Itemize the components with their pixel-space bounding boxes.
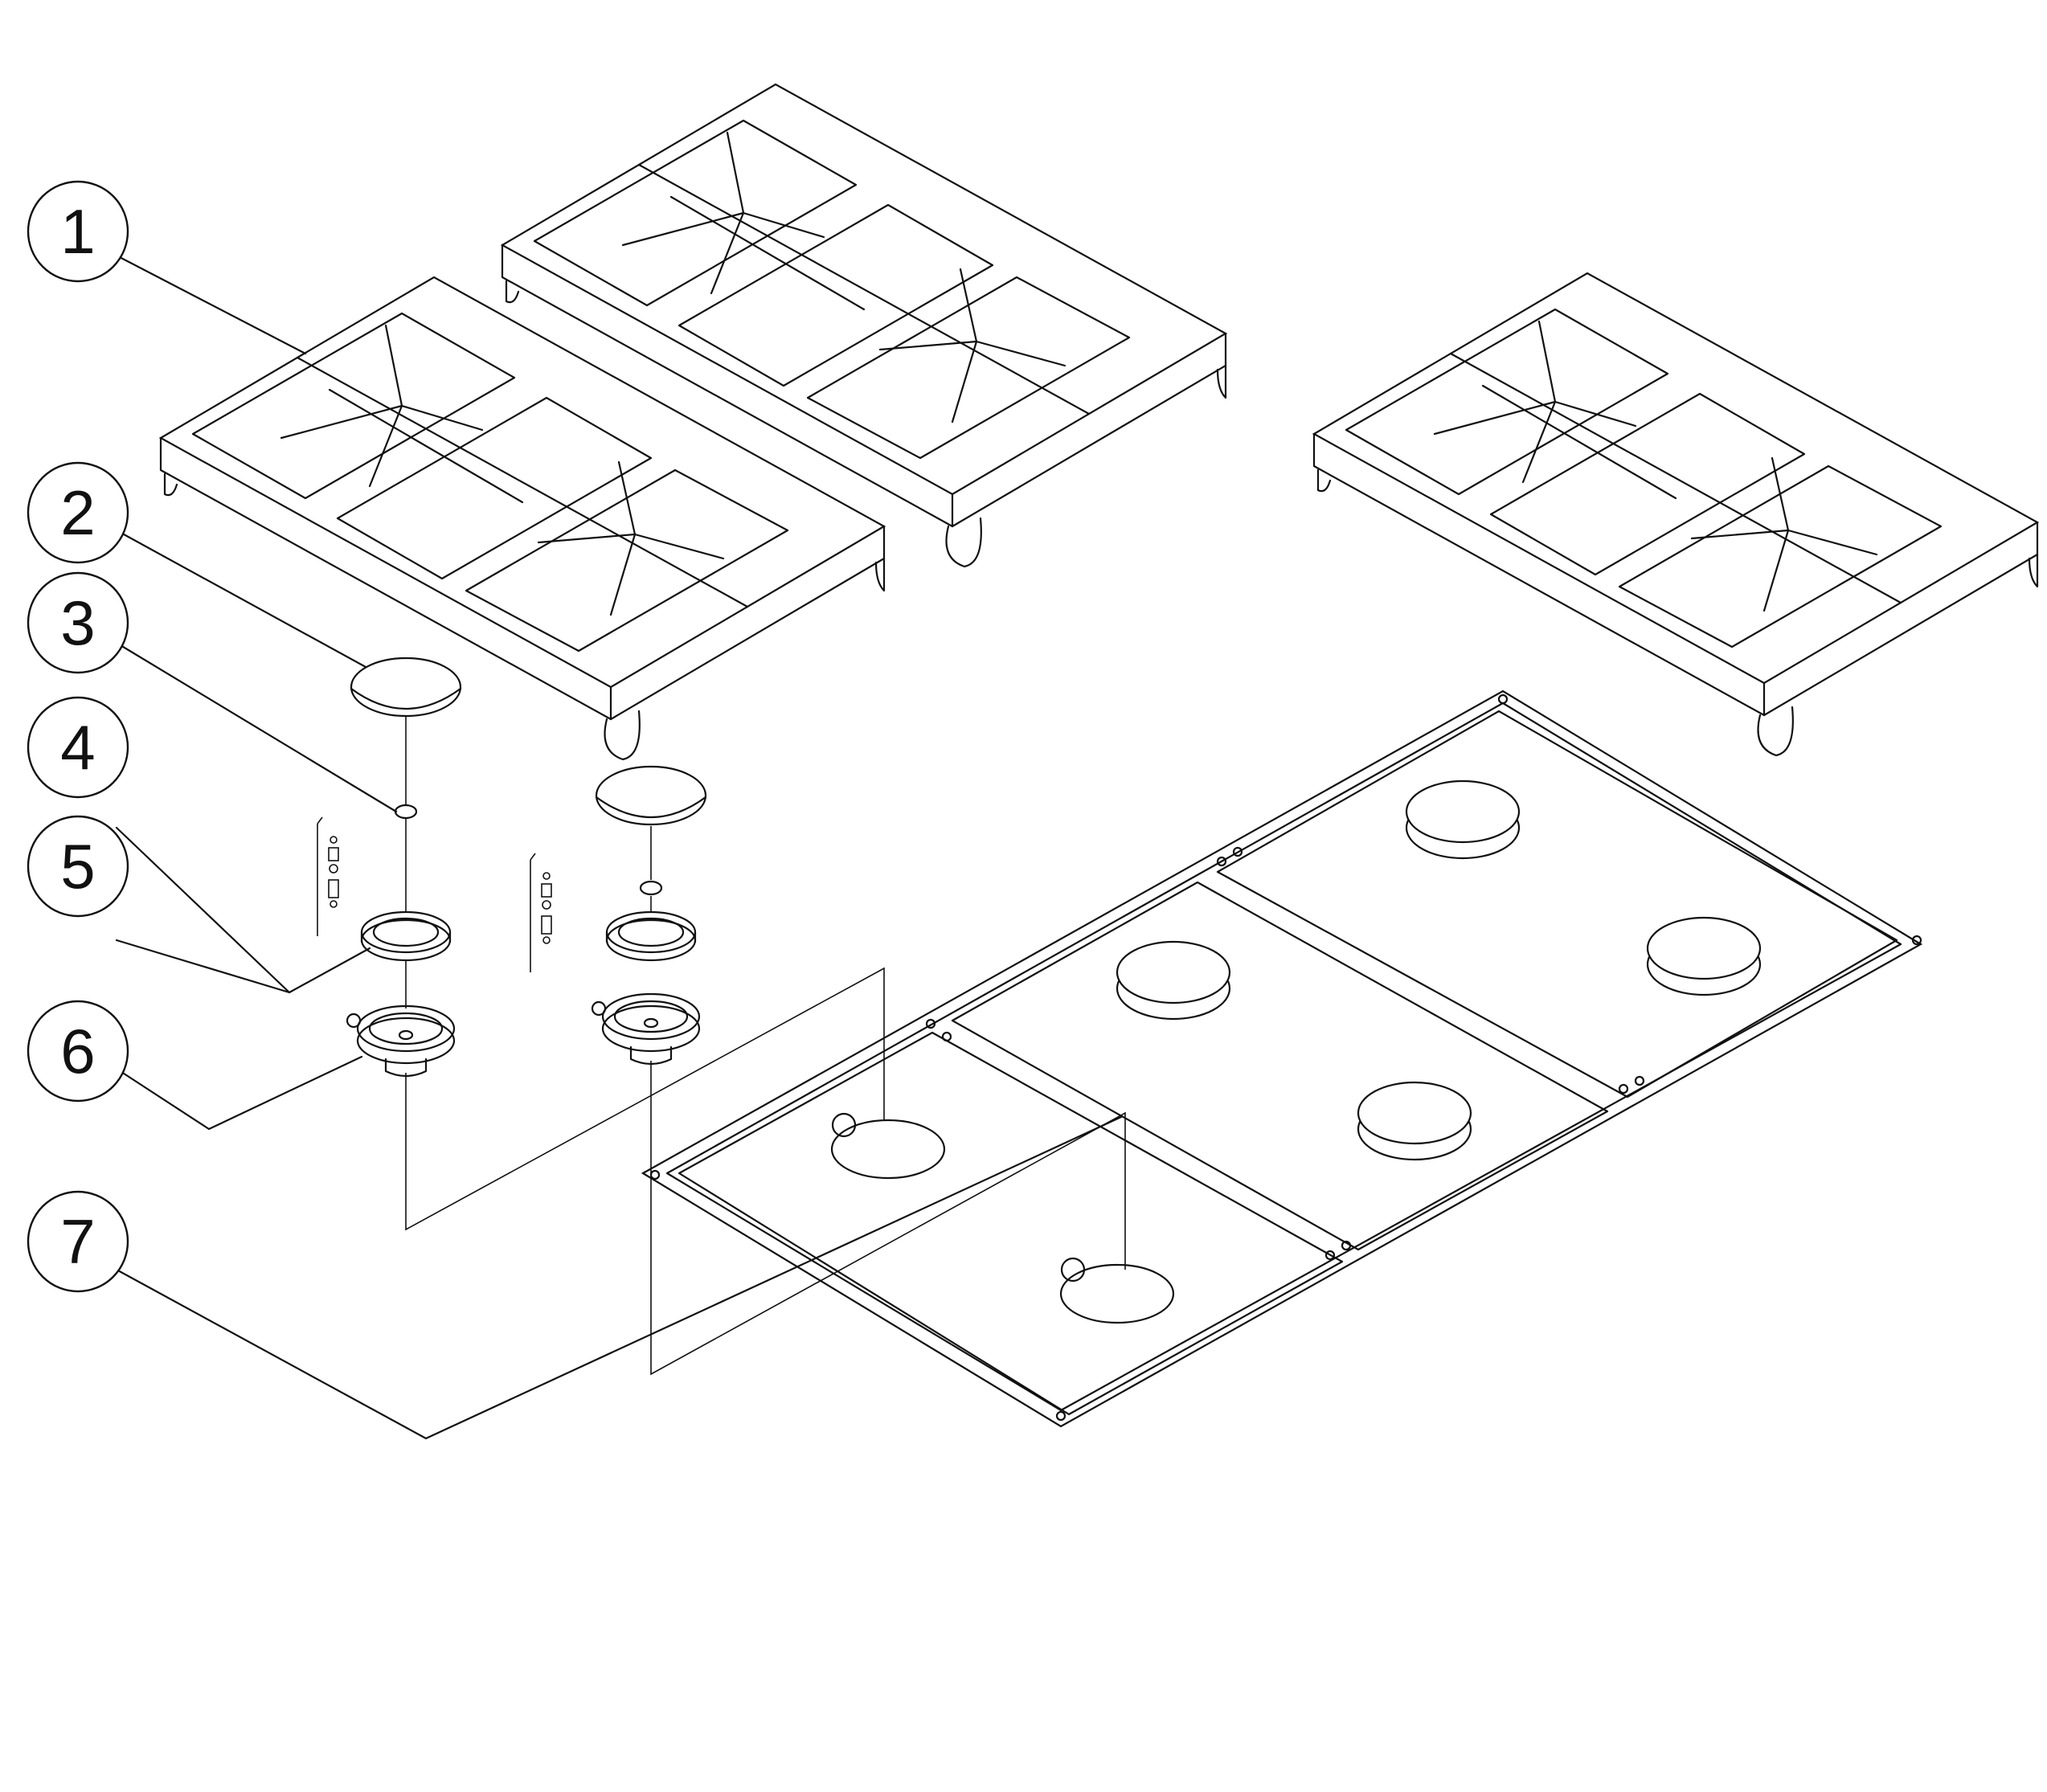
callout-1-label: 1 (60, 196, 95, 267)
cooktop-tray (641, 689, 1923, 1428)
callout-2-label: 2 (60, 477, 95, 548)
callout-7-label: 7 (60, 1206, 95, 1277)
callout-3: 3 (27, 571, 129, 674)
callout-5-label: 5 (60, 831, 95, 902)
burner-assembly-right (530, 765, 1126, 1376)
grate-right (1312, 272, 2039, 757)
callout-4: 4 (27, 696, 129, 799)
callout-3-label: 3 (60, 587, 95, 658)
callout-1: 1 (27, 180, 129, 283)
callout-2: 2 (27, 461, 129, 564)
callout-6-label: 6 (60, 1016, 95, 1086)
callout-5: 5 (27, 815, 129, 918)
callout-7: 7 (27, 1190, 129, 1293)
leader-lines (115, 254, 1123, 1440)
callout-4-label: 4 (60, 712, 95, 783)
callout-6: 6 (27, 1000, 129, 1103)
